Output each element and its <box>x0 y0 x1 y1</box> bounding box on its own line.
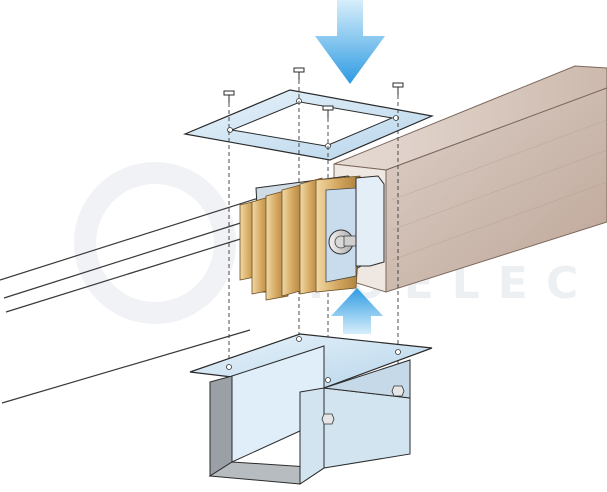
joint-side-plate <box>355 175 385 267</box>
left-busway-section <box>0 195 266 404</box>
bottom-cover-left-wall <box>209 375 233 477</box>
clamp-bolt <box>328 229 363 255</box>
bottom-cover-end-wall <box>323 359 411 399</box>
arrow-up-icon <box>331 288 383 334</box>
joint-pack <box>239 175 385 301</box>
arrow-down-icon <box>315 0 385 84</box>
screw-icon <box>223 67 404 118</box>
bottom-cover-right-wall <box>299 387 411 485</box>
busway-texture <box>391 119 607 261</box>
nut-icon <box>321 385 405 425</box>
bottom-cover-box <box>189 333 433 485</box>
watermark-logo-icon <box>74 162 236 324</box>
